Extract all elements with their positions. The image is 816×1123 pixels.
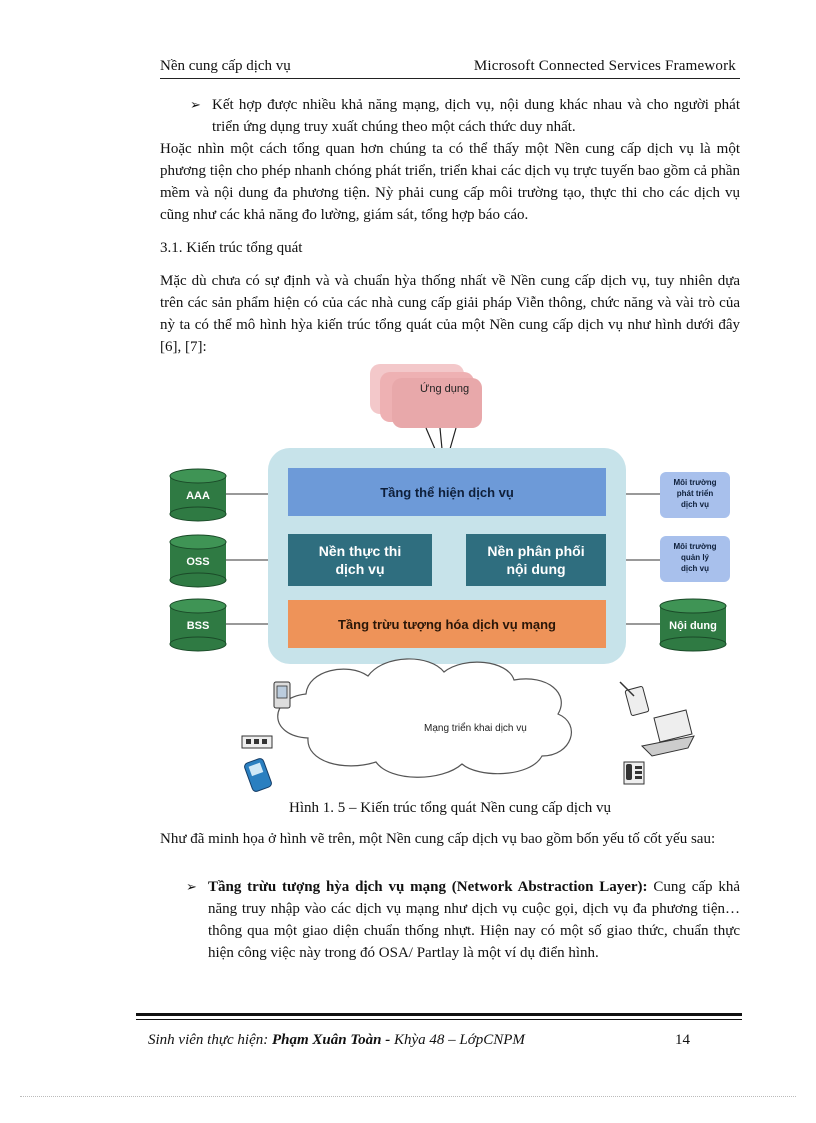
intro-paragraph-text: Hoặc nhìn một cách tổng quan hơn chúng t… [160,141,740,223]
db-bss-label: BSS [187,620,210,632]
env-mgmt-line2: quản lý [681,553,710,562]
env-dev-line2: phát triển [677,489,714,498]
env-management: Môi trường quản lý dịch vụ [660,536,730,582]
app-layer-front [392,378,482,428]
footer-name: Phạm Xuân Toàn - [271,1032,394,1048]
desk-phone-icon [241,735,273,749]
bullet-title: Tầng trừu tượng hỳa dịch vụ mạng (Networ… [208,879,648,895]
laptop-icon [640,709,695,757]
network-abstraction-layer [288,600,606,648]
header-left: Nền cung cấp dịch vụ [160,58,291,74]
figure-caption: Hình 1. 5 – Kiến trúc tổng quát Nền cung… [288,800,611,816]
env-development: Môi trường phát triển dịch vụ [660,472,730,518]
intro-bullet-text: Kết hợp được nhiều khả năng mạng, dịch v… [212,97,740,135]
execution-platform [288,534,432,586]
env-dev-line1: Môi trường [673,478,716,487]
network-abstraction-bullet: ➢ Tầng trừu tượng hỳa dịch vụ mạng (Netw… [186,876,742,964]
network-cloud: Mạng triển khai dịch vụ [277,658,572,778]
page-header: Nền cung cấp dịch vụ Microsoft Connected… [160,58,740,79]
db-oss-label: OSS [186,556,209,568]
bullet-body: Cung cấp khả năng truy nhập vào các dịch… [208,879,740,961]
env-mgmt-line3: dịch vụ [681,564,709,573]
network-abstraction-text: Tầng trừu tượng hỳa dịch vụ mạng (Networ… [208,876,740,964]
footer-suffix: Khỳa 48 – LớpCNPM [393,1032,525,1048]
app-label: Ứng dụng [420,382,469,395]
footer-rule-thin [136,1019,742,1020]
page-number: 14 [675,1032,690,1048]
telephone-icon [623,761,645,785]
page-footer: Sinh viên thực hiện: Phạm Xuân Toàn - Kh… [148,1032,708,1049]
arrow-bullet-icon: ➢ [186,879,197,894]
section-heading: 3.1. Kiến trúc tổng quát [160,240,303,256]
architecture-diagram: Ứng dụng Tầng thể hiện dịch vụ Nền thực … [169,364,730,792]
section-paragraph-text: Mặc dù chưa có sự định và và chuẩn hỳa t… [160,273,740,355]
network-abstraction-label: Tầng trừu tượng hóa dịch vụ mạng [338,617,556,632]
architecture-figure: Ứng dụng Tầng thể hiện dịch vụ Nền thực … [158,358,738,798]
application-stack: Ứng dụng [370,364,482,428]
after-paragraph-text: Như đã minh họa ở hình vẽ trên, một Nền … [160,831,716,847]
bottom-dotted-line [20,1096,796,1097]
cloud-label: Mạng triển khai dịch vụ [424,722,527,734]
pda-icon [273,681,291,709]
db-oss: OSS [169,534,227,588]
db-bss: BSS [169,598,227,652]
distribution-platform [466,534,606,586]
section-paragraph: Mặc dù chưa có sự định và và chuẩn hỳa t… [160,270,740,358]
db-content-label: Nội dung [669,620,717,632]
env-dev-line3: dịch vụ [681,500,709,509]
db-content: Nội dung [659,598,727,652]
execution-label-1: Nền thực thi [319,543,401,559]
distribution-label-1: Nền phân phối [487,543,584,559]
execution-label-2: dịch vụ [335,561,384,577]
db-aaa-label: AAA [186,490,210,502]
footer-rule-thick [136,1013,742,1016]
tablet-pen-icon [619,681,650,716]
intro-paragraph: Hoặc nhìn một cách tổng quan hơn chúng t… [160,138,740,226]
env-mgmt-line1: Môi trường [673,542,716,551]
presentation-layer [288,468,606,516]
arrow-bullet-icon: ➢ [190,97,201,112]
intro-bullet: ➢ Kết hợp được nhiều khả năng mạng, dịch… [190,94,740,138]
db-aaa: AAA [169,468,227,522]
mobile-phone-icon [244,758,272,792]
presentation-layer-label: Tầng thể hiện dịch vụ [380,485,514,500]
after-paragraph: Như đã minh họa ở hình vẽ trên, một Nền … [160,828,740,850]
footer-prefix: Sinh viên thực hiện: [148,1032,272,1048]
header-right: Microsoft Connected Services Framework [473,58,736,74]
distribution-label-2: nội dung [506,561,565,577]
